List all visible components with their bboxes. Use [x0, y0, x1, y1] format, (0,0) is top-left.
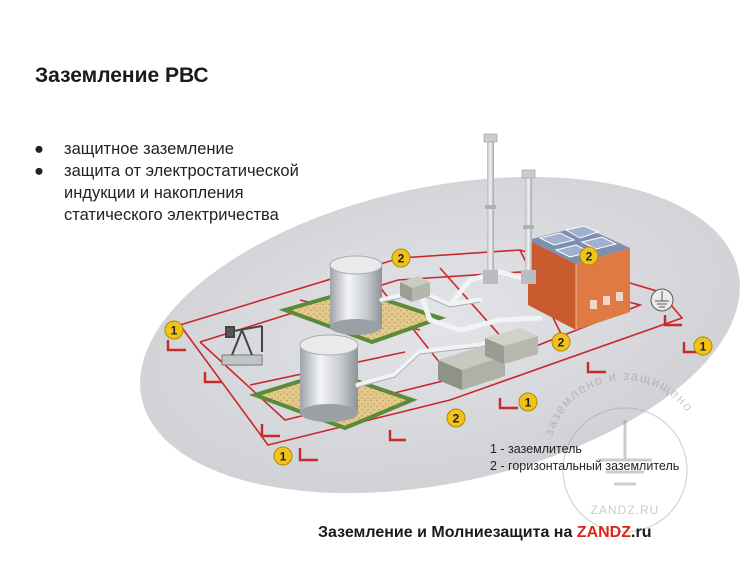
pump-station-building [528, 225, 630, 330]
marker-1-right: 1 [693, 336, 713, 356]
bullet-list: ● защитное заземление ● защита от электр… [34, 138, 299, 226]
watermark-site: ZANDZ.RU [591, 503, 660, 517]
legend: 1 - заземлитель 2 - горизонтальный зазем… [490, 441, 679, 475]
equipment-box-1 [400, 276, 430, 302]
legend-item-1: 1 - заземлитель [490, 442, 582, 456]
equipment-box-3 [485, 328, 538, 364]
storage-tank-front [299, 334, 359, 422]
bullet-text-1: защитное заземление [64, 140, 234, 158]
building-windows [590, 292, 623, 309]
marker-label: 1 [700, 340, 707, 354]
marker-2-building: 2 [579, 246, 599, 266]
legend-item-2: 2 - горизонтальный заземлитель [490, 459, 680, 473]
pump-jack [221, 325, 263, 366]
bullet-text-2-line-3: статического электричества [64, 206, 279, 224]
bullet-item: ● защита от электростатической индукции … [34, 160, 299, 226]
bullet-marker: ● [34, 162, 44, 180]
bullet-text-2-line-2: индукции и накопления [64, 184, 244, 202]
ground-symbol-icon [650, 288, 674, 312]
bullet-marker: ● [34, 140, 44, 158]
footer-suffix: .ru [631, 524, 652, 541]
marker-2-right: 2 [551, 332, 571, 352]
marker-label: 2 [398, 252, 405, 266]
storage-tank-back [329, 255, 383, 335]
exhaust-stacks [483, 133, 536, 284]
bullet-item: ● защитное заземление [34, 138, 299, 160]
marker-1-bottom: 1 [273, 446, 293, 466]
marker-label: 2 [558, 336, 565, 350]
marker-label: 2 [453, 412, 460, 426]
marker-1-center: 1 [518, 392, 538, 412]
slide-title: Заземление РВС [35, 64, 209, 87]
marker-label: 1 [171, 324, 178, 338]
footer-brand: ZANDZ [576, 524, 632, 541]
marker-2-top: 2 [391, 248, 411, 268]
site-ellipse [140, 176, 740, 494]
marker-label: 1 [525, 396, 532, 410]
ground-electrodes [166, 315, 700, 462]
marker-label: 1 [280, 450, 287, 464]
bullet-text-2-line-1: защита от электростатической [64, 162, 299, 180]
watermark-ground-icon [598, 420, 652, 486]
marker-2-bottom: 2 [446, 408, 466, 428]
marker-label: 2 [586, 250, 593, 264]
marker-1-left: 1 [164, 320, 184, 340]
footer-prefix: Заземление и Молниезащита на [318, 524, 577, 541]
footer-link[interactable]: Заземление и Молниезащита на ZANDZ.ru [318, 524, 651, 542]
